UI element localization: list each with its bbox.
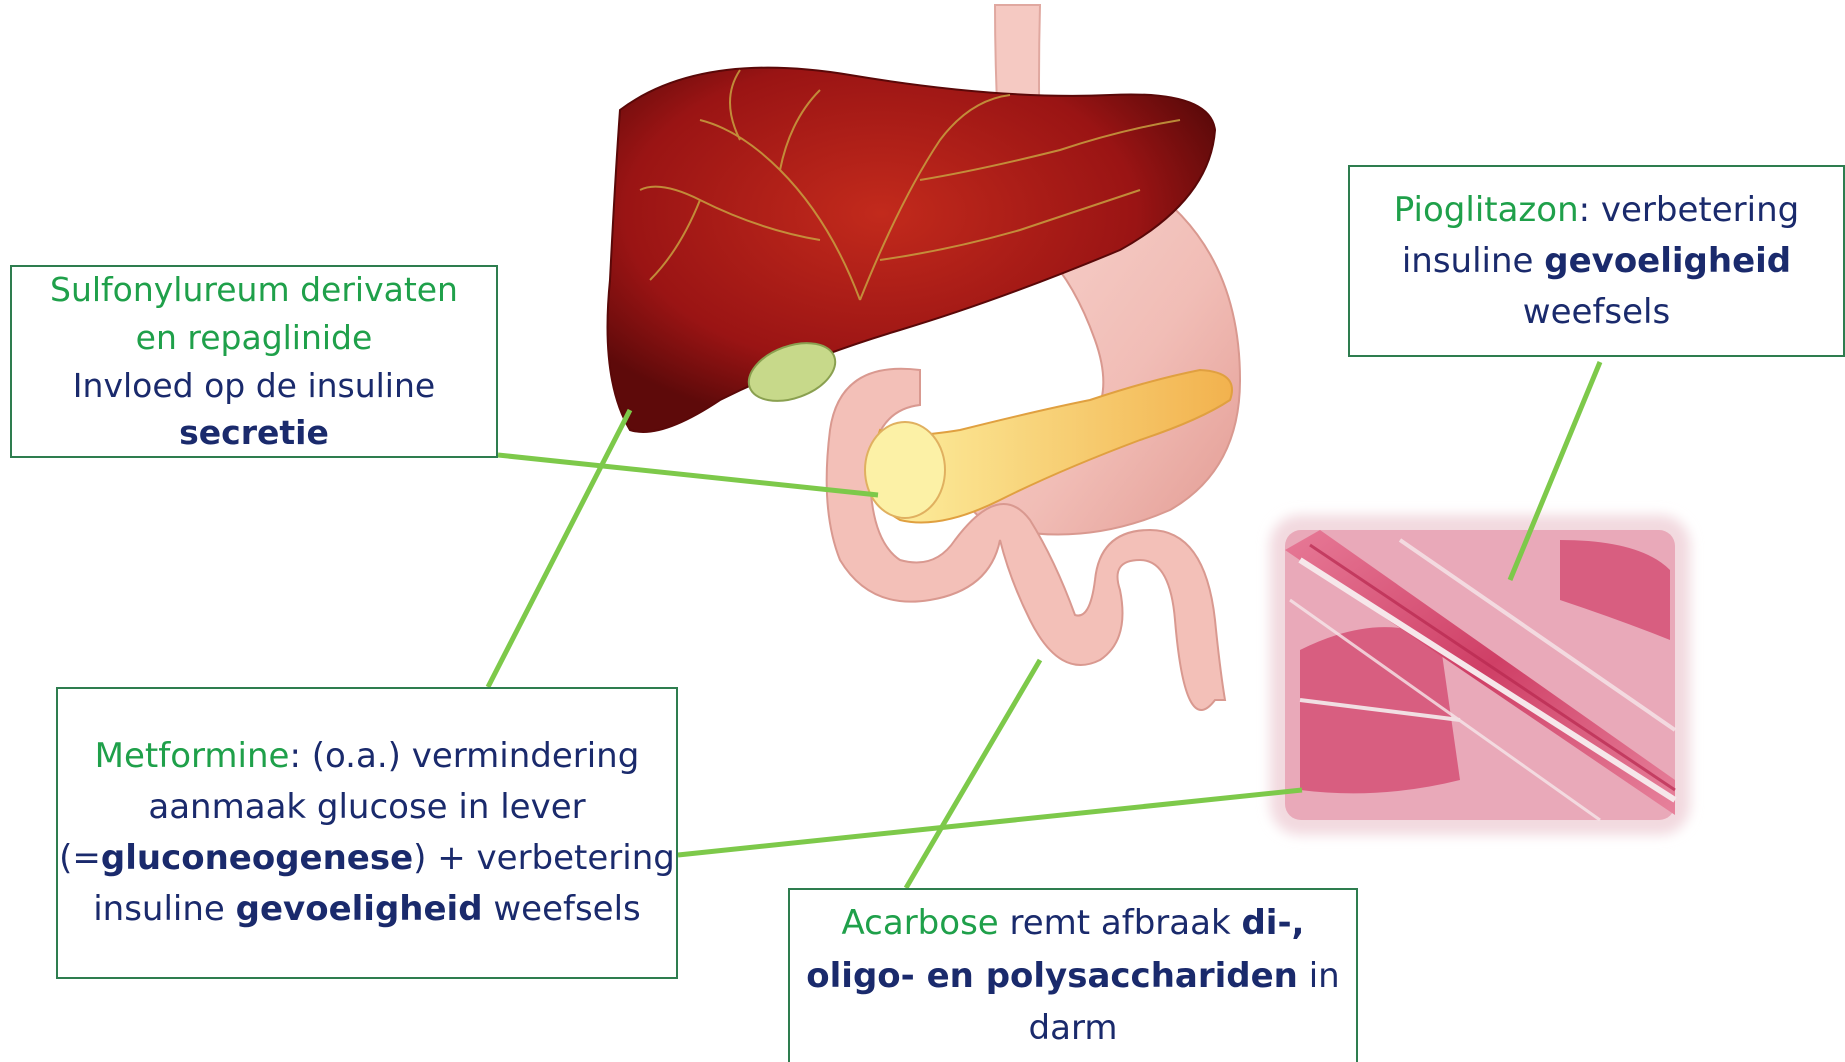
bold-term: gevoeligheid: [236, 889, 483, 929]
drug-name: Pioglitazon: [1394, 190, 1579, 230]
connector-metformine-muscle: [678, 790, 1302, 855]
pioglitazon-line1: Pioglitazon: verbetering: [1350, 185, 1843, 236]
text: : verbetering: [1579, 190, 1800, 230]
bold-term: oligo- en polysacchariden: [806, 956, 1298, 996]
drug-name: Acarbose: [842, 903, 999, 943]
pancreas-head: [865, 422, 945, 518]
metformine-box: Metformine: (o.a.) vermindering aanmaak …: [56, 687, 678, 979]
acarbose-line2: oligo- en polysacchariden in: [790, 950, 1356, 1003]
sulfonylureum-line4: secretie: [12, 409, 496, 457]
bold-term: di-,: [1241, 903, 1304, 943]
text: : (o.a.) vermindering: [289, 736, 639, 776]
metformine-line4: insuline gevoeligheid weefsels: [58, 884, 676, 935]
metformine-line2: aanmaak glucose in lever: [58, 782, 676, 833]
text: (=: [59, 838, 101, 878]
drug-name: Sulfonylureum derivaten: [50, 270, 458, 309]
text: insuline: [93, 889, 235, 929]
bold-term: gevoeligheid: [1544, 241, 1791, 281]
pioglitazon-line3: weefsels: [1350, 287, 1843, 338]
muscle-tissue-image: [1270, 515, 1690, 835]
pioglitazon-box: Pioglitazon: verbetering insuline gevoel…: [1348, 165, 1845, 357]
metformine-line1: Metformine: (o.a.) vermindering: [58, 731, 676, 782]
acarbose-box: Acarbose remt afbraak di-, oligo- en pol…: [788, 888, 1358, 1062]
sulfonylureum-line1: Sulfonylureum derivaten: [12, 266, 496, 314]
text: in: [1298, 956, 1340, 996]
text: weefsels: [483, 889, 641, 929]
text: remt afbraak: [999, 903, 1242, 943]
bold-term: gluconeogenese: [101, 838, 413, 878]
bold-term: secretie: [179, 413, 329, 452]
drug-name: Metformine: [95, 736, 290, 776]
connector-acarbose: [906, 660, 1040, 888]
connector-metformine-liver: [488, 410, 630, 687]
acarbose-line3: darm: [790, 1002, 1356, 1055]
acarbose-line1: Acarbose remt afbraak di-,: [790, 897, 1356, 950]
sulfonylureum-line2: en repaglinide: [12, 314, 496, 362]
sulfonylureum-line3: Invloed op de insuline: [12, 362, 496, 410]
pioglitazon-line2: insuline gevoeligheid: [1350, 236, 1843, 287]
metformine-line3: (=gluconeogenese) + verbetering: [58, 833, 676, 884]
text: ) + verbetering: [413, 838, 675, 878]
text: insuline: [1402, 241, 1544, 281]
drug-name-cont: en repaglinide: [136, 318, 373, 357]
connector-sulfonylureum: [498, 455, 878, 495]
sulfonylureum-box: Sulfonylureum derivaten en repaglinide I…: [10, 265, 498, 458]
